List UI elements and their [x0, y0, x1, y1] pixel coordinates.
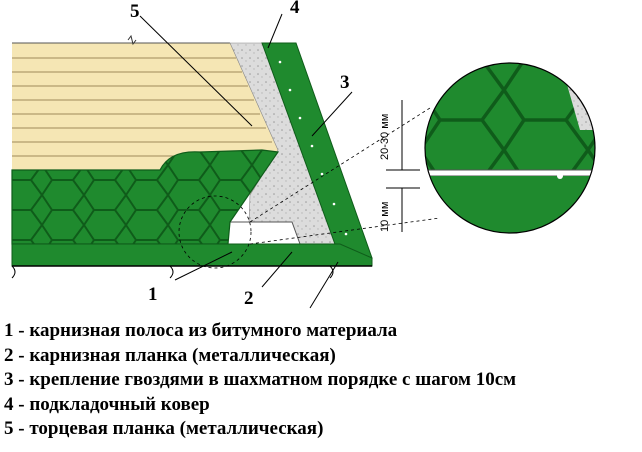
callout-3: 3	[340, 72, 350, 93]
legend-item-1: 1 - карнизная полоса из битумного матери…	[4, 320, 398, 341]
callout-4: 4	[290, 0, 300, 18]
nail-dots	[278, 60, 348, 236]
callout-5: 5	[130, 1, 140, 22]
dimension-marks	[386, 100, 420, 232]
drip-edge-metal	[227, 221, 301, 245]
legend-item-4: 4 - подкладочный ковер	[4, 393, 210, 415]
dimension-lower: 10 мм	[379, 202, 391, 232]
leader-lines	[139, 13, 353, 309]
callout-2: 2	[244, 288, 254, 309]
dimension-upper: 20-30 мм	[379, 114, 391, 160]
eave-edge-band	[11, 243, 373, 267]
legend: 1 - карнизная полоса из битумного матери…	[4, 319, 516, 442]
legend-item-3: 3 - крепление гвоздями в шахматном поряд…	[4, 369, 517, 390]
legend-item-5: 5 - торцевая планка (металлическая)	[4, 418, 324, 439]
magnified-detail	[425, 63, 595, 233]
legend-item-2: 2 - карнизная планка (металлическая)	[4, 344, 336, 366]
green-shingles	[11, 149, 280, 245]
callout-1: 1	[148, 284, 158, 305]
detail-marker	[178, 195, 252, 269]
